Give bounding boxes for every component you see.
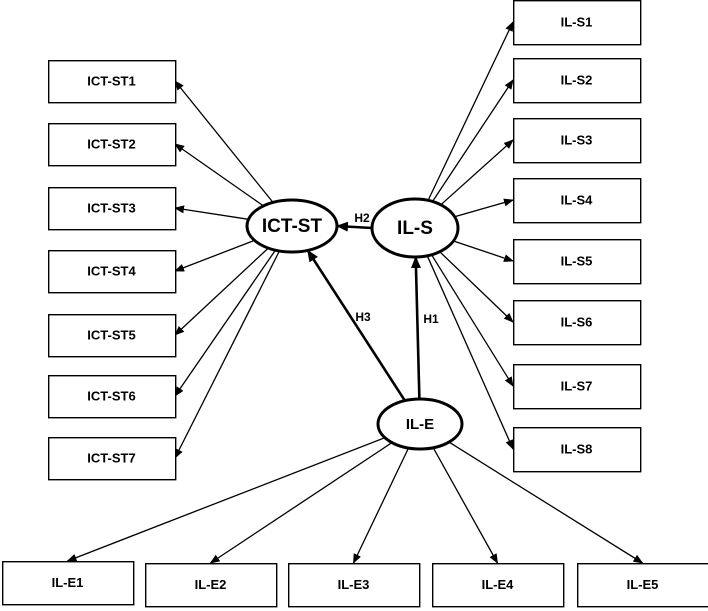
il-e-loading-arrow-2	[209, 442, 393, 564]
ict-st-indicator-box: ICT-ST2	[48, 122, 177, 167]
path-label-h3: H3	[355, 310, 371, 324]
il-e-loading-arrow-3	[352, 447, 410, 564]
indicator-rect	[432, 563, 565, 608]
il-s-indicator-box: IL-S2	[513, 58, 642, 104]
ict-st-indicator-box: ICT-ST7	[48, 437, 177, 481]
ict-st-loading-arrow-1	[174, 80, 274, 203]
construct-il-e: IL-E	[376, 397, 464, 451]
path-label-h2: H2	[354, 211, 370, 225]
ict-st-loading-arrow-7	[174, 250, 280, 459]
indicator-label-il-e4: IL-E4	[482, 577, 515, 592]
indicator-rect	[513, 58, 642, 104]
ict-st-loading-arrow-4	[174, 239, 255, 272]
indicator-label-il-e1: IL-E1	[52, 575, 84, 590]
ict-st-loading-arrow-3	[174, 205, 249, 220]
ict-st-indicator-box: ICT-ST3	[48, 186, 177, 231]
indicator-label-il-s8: IL-S8	[561, 441, 593, 456]
ict-st-loading-arrow-2	[174, 143, 264, 207]
indicator-label-il-s7: IL-S7	[561, 378, 593, 393]
indicator-label-ict-st3: ICT-ST3	[87, 200, 135, 215]
il-s-loading-arrow-3	[440, 139, 514, 206]
il-s-indicator-box: IL-S5	[513, 238, 642, 285]
indicator-rect	[513, 364, 642, 410]
il-e-indicator-box: IL-E4	[432, 563, 565, 608]
indicator-rect	[48, 437, 177, 481]
indicator-rect	[48, 314, 177, 358]
indicator-label-il-s1: IL-S1	[561, 14, 593, 29]
indicator-rect	[48, 249, 177, 294]
indicator-label-ict-st6: ICT-ST6	[87, 388, 135, 403]
indicator-label-ict-st5: ICT-ST5	[87, 327, 135, 342]
construct-ellipse	[245, 198, 339, 254]
indicator-rect	[513, 427, 642, 473]
il-e-indicator-box: IL-E1	[2, 561, 135, 606]
construct-label-il-e: IL-E	[406, 416, 434, 433]
ict-st-loading-arrow-5	[174, 247, 269, 336]
indicator-label-il-s5: IL-S5	[561, 253, 593, 268]
il-s-indicator-box: IL-S3	[513, 117, 642, 164]
il-e-indicator-box: IL-E5	[577, 563, 708, 608]
indicator-label-il-s6: IL-S6	[561, 314, 593, 329]
ict-st-indicator-box: ICT-ST5	[48, 314, 177, 358]
indicator-label-il-s3: IL-S3	[561, 132, 593, 147]
construct-label-ict-st: ICT-ST	[262, 216, 323, 237]
indicator-rect	[513, 300, 642, 346]
indicator-label-ict-st1: ICT-ST1	[87, 73, 135, 88]
ict-st-indicator-box: ICT-ST6	[48, 375, 177, 419]
indicator-label-il-e2: IL-E2	[195, 577, 227, 592]
ict-st-indicator-box: ICT-ST4	[48, 249, 177, 294]
indicator-rect	[513, 117, 642, 164]
ict-st-loading-arrow-6	[174, 249, 276, 397]
indicator-label-ict-st4: ICT-ST4	[87, 263, 136, 278]
il-s-indicator-box: IL-S7	[513, 364, 642, 410]
il-e-loading-arrow-1	[66, 437, 386, 562]
il-s-loading-arrow-4	[454, 198, 514, 218]
il-e-loading-arrow-5	[448, 441, 644, 564]
indicator-label-il-s2: IL-S2	[561, 72, 593, 87]
il-e-loading-arrow-4	[432, 447, 499, 564]
path-label-h1: H1	[423, 312, 439, 326]
il-e-indicator-box: IL-E2	[144, 563, 278, 608]
construct-ict-st: ICT-ST	[245, 198, 339, 254]
il-s-indicator-box: IL-S4	[513, 177, 642, 224]
il-s-indicator-box: IL-S6	[513, 300, 642, 346]
il-s-loading-arrow-7	[431, 254, 514, 387]
il-s-loading-arrow-8	[426, 255, 514, 450]
construct-label-il-s: IL-S	[397, 218, 433, 239]
indicator-label-il-e5: IL-E5	[627, 577, 659, 592]
il-s-indicator-box: IL-S1	[513, 0, 642, 46]
indicator-rect	[513, 0, 642, 46]
indicator-rect	[288, 563, 421, 608]
ict-st-indicator-box: ICT-ST1	[48, 60, 177, 104]
indicator-rect	[48, 122, 177, 167]
indicator-label-il-e3: IL-E3	[338, 577, 370, 592]
indicator-rect	[2, 561, 135, 606]
il-e-indicator-box: IL-E3	[288, 563, 421, 608]
indicator-rect	[144, 563, 278, 608]
indicator-label-il-s4: IL-S4	[561, 192, 594, 207]
indicator-rect	[48, 186, 177, 231]
il-s-loading-arrow-6	[439, 251, 514, 323]
construct-ellipse	[376, 397, 464, 451]
il-s-loading-arrow-5	[453, 240, 514, 262]
il-s-indicator-box: IL-S8	[513, 427, 642, 473]
constructs-layer: ICT-ST IL-S IL-E	[245, 197, 464, 451]
indicator-rect	[48, 375, 177, 419]
construct-il-s: IL-S	[370, 197, 460, 259]
path-h3-arrow	[306, 249, 406, 402]
construct-ellipse	[370, 197, 460, 259]
il-s-loading-arrow-2	[431, 79, 514, 202]
indicator-rect	[577, 563, 708, 608]
indicator-label-ict-st7: ICT-ST7	[87, 450, 135, 465]
indicator-rect	[513, 177, 642, 224]
indicator-rect	[48, 60, 177, 104]
il-s-loading-arrow-1	[427, 21, 514, 201]
indicator-rect	[513, 238, 642, 285]
indicator-label-ict-st2: ICT-ST2	[87, 136, 135, 151]
path-h2-arrow	[336, 221, 373, 232]
path-h1-arrow	[410, 256, 421, 400]
